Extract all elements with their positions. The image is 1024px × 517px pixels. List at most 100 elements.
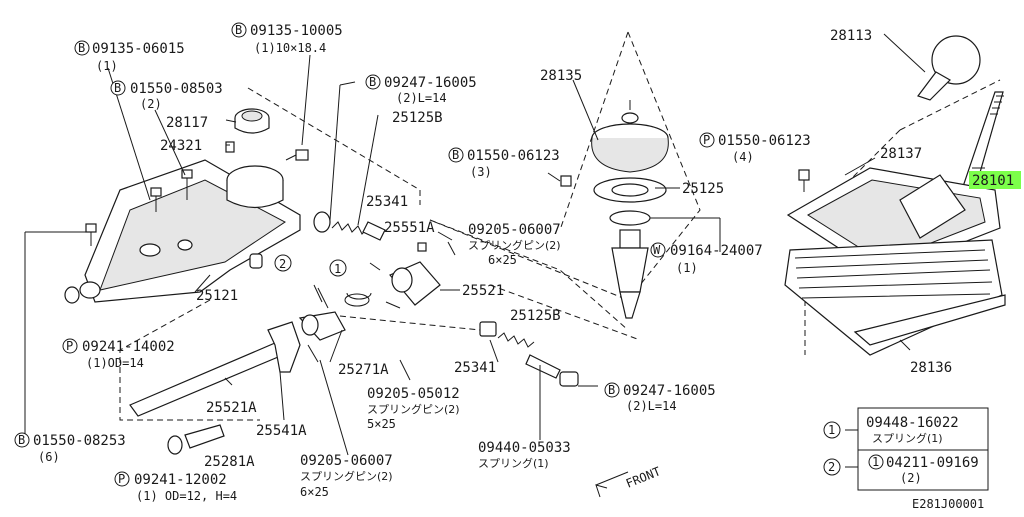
housing-25121	[64, 159, 301, 304]
part-25541a: 25541A	[256, 423, 307, 439]
part-labels: 28113 28135 28117 24321 25125B 25341 255…	[160, 28, 1021, 470]
front-arrow-icon	[595, 471, 629, 498]
highlight-28101	[969, 171, 1021, 189]
legend-ref: 2	[828, 460, 835, 474]
callout-code: 09135-06015	[92, 41, 185, 57]
callout-09205-05012: 09205-05012 スプリングピン(2) 5×25	[367, 386, 460, 431]
badge-letter: B	[608, 383, 615, 397]
callout-qty: (6)	[38, 450, 60, 464]
boot-assembly-28136	[784, 239, 1006, 356]
callout-09247-16005-top: B 09247-16005 (2)L=14	[365, 74, 477, 105]
part-25125b-mid: 25125B	[510, 308, 561, 324]
callout-size: 6×25	[488, 253, 517, 267]
callout-qty: (2)L=14	[396, 91, 447, 105]
callout-code: 09164-24007	[670, 243, 763, 259]
callout-qty: スプリングピン(2)	[367, 402, 460, 416]
legend-ref: 1	[828, 423, 835, 437]
callout-qty: スプリングピン(2)	[468, 238, 561, 252]
cover-28117	[234, 108, 270, 134]
callout-09164-24007: W 09164-24007 (1)	[650, 242, 763, 275]
knob-28113	[883, 33, 981, 101]
legend-code: 09448-16022	[866, 415, 959, 431]
part-28137: 28137	[880, 146, 922, 162]
part-24321: 24321	[160, 138, 202, 154]
callout-qty: スプリング(1)	[478, 456, 549, 470]
callout-qty: (1)	[96, 59, 118, 73]
badge-letter: B	[235, 23, 242, 37]
rod-25125b-mid	[479, 321, 598, 387]
callout-qty: (2)L=14	[626, 399, 677, 413]
callout-code: 09241-14002	[82, 339, 175, 355]
callout-09135-10005: B 09135-10005 (1)10×18.4	[231, 22, 343, 55]
part-25125: 25125	[682, 181, 724, 197]
callout-qty: (1)	[676, 261, 698, 275]
callout-code: 09135-10005	[250, 23, 343, 39]
callout-qty: (1)10×18.4	[254, 41, 326, 55]
part-25341-top: 25341	[366, 194, 408, 210]
callout-09205-06007-bottom: 09205-06007 スプリングピン(2) 6×25	[300, 453, 393, 499]
badge-letter: B	[78, 41, 85, 55]
callout-code: 09205-06007	[468, 222, 561, 238]
legend-code: 04211-09169	[886, 455, 979, 471]
collar-25281a	[167, 424, 225, 455]
part-28101: 28101	[972, 173, 1014, 189]
callout-code: 09247-16005	[384, 75, 477, 91]
badge-letter: B	[452, 148, 459, 162]
callout-code: 09205-05012	[367, 386, 460, 402]
part-25521a: 25521A	[206, 400, 257, 416]
badge-letter: P	[66, 339, 73, 353]
callout-qty: (4)	[732, 150, 754, 164]
callout-01550-06123-p: P 01550-06123 (4)	[699, 132, 811, 164]
callout-code: 09247-16005	[623, 383, 716, 399]
callout-code: 09205-06007	[300, 453, 393, 469]
circle-refs: 1 2	[274, 254, 347, 277]
circle-ref-1: 1	[334, 262, 341, 276]
badge-letter: B	[18, 433, 25, 447]
callout-code: 01550-06123	[718, 133, 811, 149]
callout-09440-05033: 09440-05033 スプリング(1)	[478, 440, 571, 470]
rod-25125b-top	[313, 81, 386, 241]
callout-qty: (1) OD=12, H=4	[136, 489, 237, 503]
callout-size: 6×25	[300, 485, 329, 499]
part-25341-mid: 25341	[454, 360, 496, 376]
block-25521	[313, 231, 453, 309]
callout-size: 5×25	[367, 417, 396, 431]
shift-rod-25521a	[129, 287, 346, 417]
legend-row-1: 1 09448-16022 スプリング(1)	[823, 415, 959, 445]
callout-qty: スプリングピン(2)	[300, 469, 393, 483]
legend-subref: 1	[872, 455, 879, 469]
part-28113: 28113	[830, 28, 872, 44]
badge-letter: P	[703, 133, 710, 147]
callout-09205-06007-top: 09205-06007 スプリングピン(2) 6×25	[468, 222, 561, 267]
part-25271a: 25271A	[338, 362, 389, 378]
callout-code: 09241-12002	[134, 472, 227, 488]
housing-bolts	[85, 141, 309, 246]
callout-01550-06123-b: B 01550-06123 (3)	[448, 147, 560, 179]
part-25551a: 25551A	[384, 220, 435, 236]
boot-28135	[547, 100, 669, 319]
callout-09241-12002: P 09241-12002 (1) OD=12, H=4	[114, 471, 237, 503]
callout-09247-16005-mid: B 09247-16005 (2)L=14	[604, 382, 716, 413]
callout-qty: (1)OD=14	[86, 356, 144, 370]
callout-code: 09440-05033	[478, 440, 571, 456]
badge-letter: B	[114, 81, 121, 95]
callout-09241-14002: P 09241-14002 (1)OD=14	[62, 338, 175, 370]
callout-code: 01550-08503	[130, 81, 223, 97]
badge-letter: W	[653, 243, 661, 257]
callout-qty: (3)	[470, 165, 492, 179]
part-28136: 28136	[910, 360, 952, 376]
badge-letter: P	[118, 472, 125, 486]
front-label: FRONT	[624, 464, 663, 491]
callout-code: 01550-06123	[467, 148, 560, 164]
callout-01550-08503: B 01550-08503 (2)	[110, 80, 223, 111]
callout-code: 01550-08253	[33, 433, 126, 449]
part-25281a: 25281A	[204, 454, 255, 470]
part-28135: 28135	[540, 68, 582, 84]
callout-01550-08253: B 01550-08253 (6)	[14, 432, 126, 464]
front-indicator: FRONT	[595, 464, 663, 498]
drawing-code: E281J00001	[912, 497, 984, 511]
badge-letter: B	[369, 75, 376, 89]
part-25121: 25121	[196, 288, 238, 304]
